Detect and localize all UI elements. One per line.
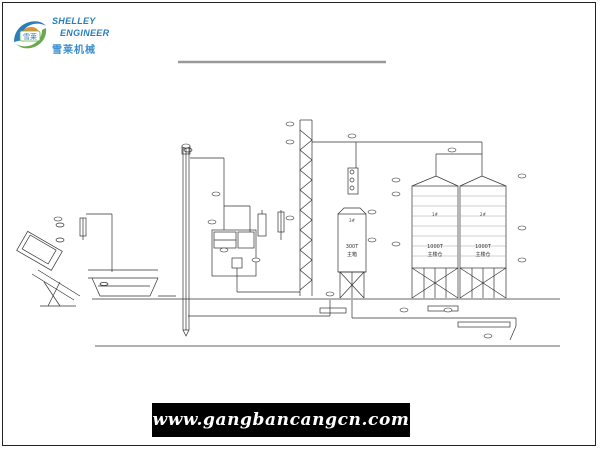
big-silo-right <box>459 175 507 299</box>
logo-brand-line2: ENGINEER <box>60 28 110 38</box>
diagram-frame <box>2 2 596 446</box>
dust-collector-1 <box>55 213 113 272</box>
company-logo: 雪莱 SHELLEY ENGINEER 雪莱机械 <box>8 8 128 60</box>
callout-markers <box>53 121 527 339</box>
receiving-hopper <box>88 269 176 297</box>
small-silo-capacity: 300T <box>346 244 360 250</box>
big-silo-right-number: 2# <box>480 212 487 217</box>
website-url: www.gangbancangcn.com <box>152 410 410 430</box>
big-silo-left-number: 1# <box>432 212 439 217</box>
logo-brand-line1: SHELLEY <box>52 16 96 26</box>
lattice-elevator <box>299 119 356 296</box>
small-silo <box>337 141 482 299</box>
big-silo-left <box>411 142 483 299</box>
bucket-elevator-1 <box>181 145 225 337</box>
big-silo-right-capacity: 1000T <box>475 244 492 250</box>
small-silo-number: 3# <box>349 218 356 223</box>
bottom-conveyors <box>188 300 517 341</box>
big-silo-left-capacity: 1000T <box>427 244 444 250</box>
cleaning-dryer-unit <box>211 196 300 293</box>
logo-badge-text: 雪莱 <box>23 32 37 41</box>
logo-brand-chinese: 雪莱机械 <box>52 45 96 56</box>
small-silo-name: 主箱 <box>347 251 357 258</box>
big-silo-right-name: 主楼仓 <box>475 251 490 258</box>
website-banner[interactable]: www.gangbancangcn.com <box>152 403 410 437</box>
truck-unloader <box>16 230 81 307</box>
logo-mark-icon: 雪莱 <box>14 21 47 49</box>
big-silo-left-name: 主楼仓 <box>427 251 442 258</box>
